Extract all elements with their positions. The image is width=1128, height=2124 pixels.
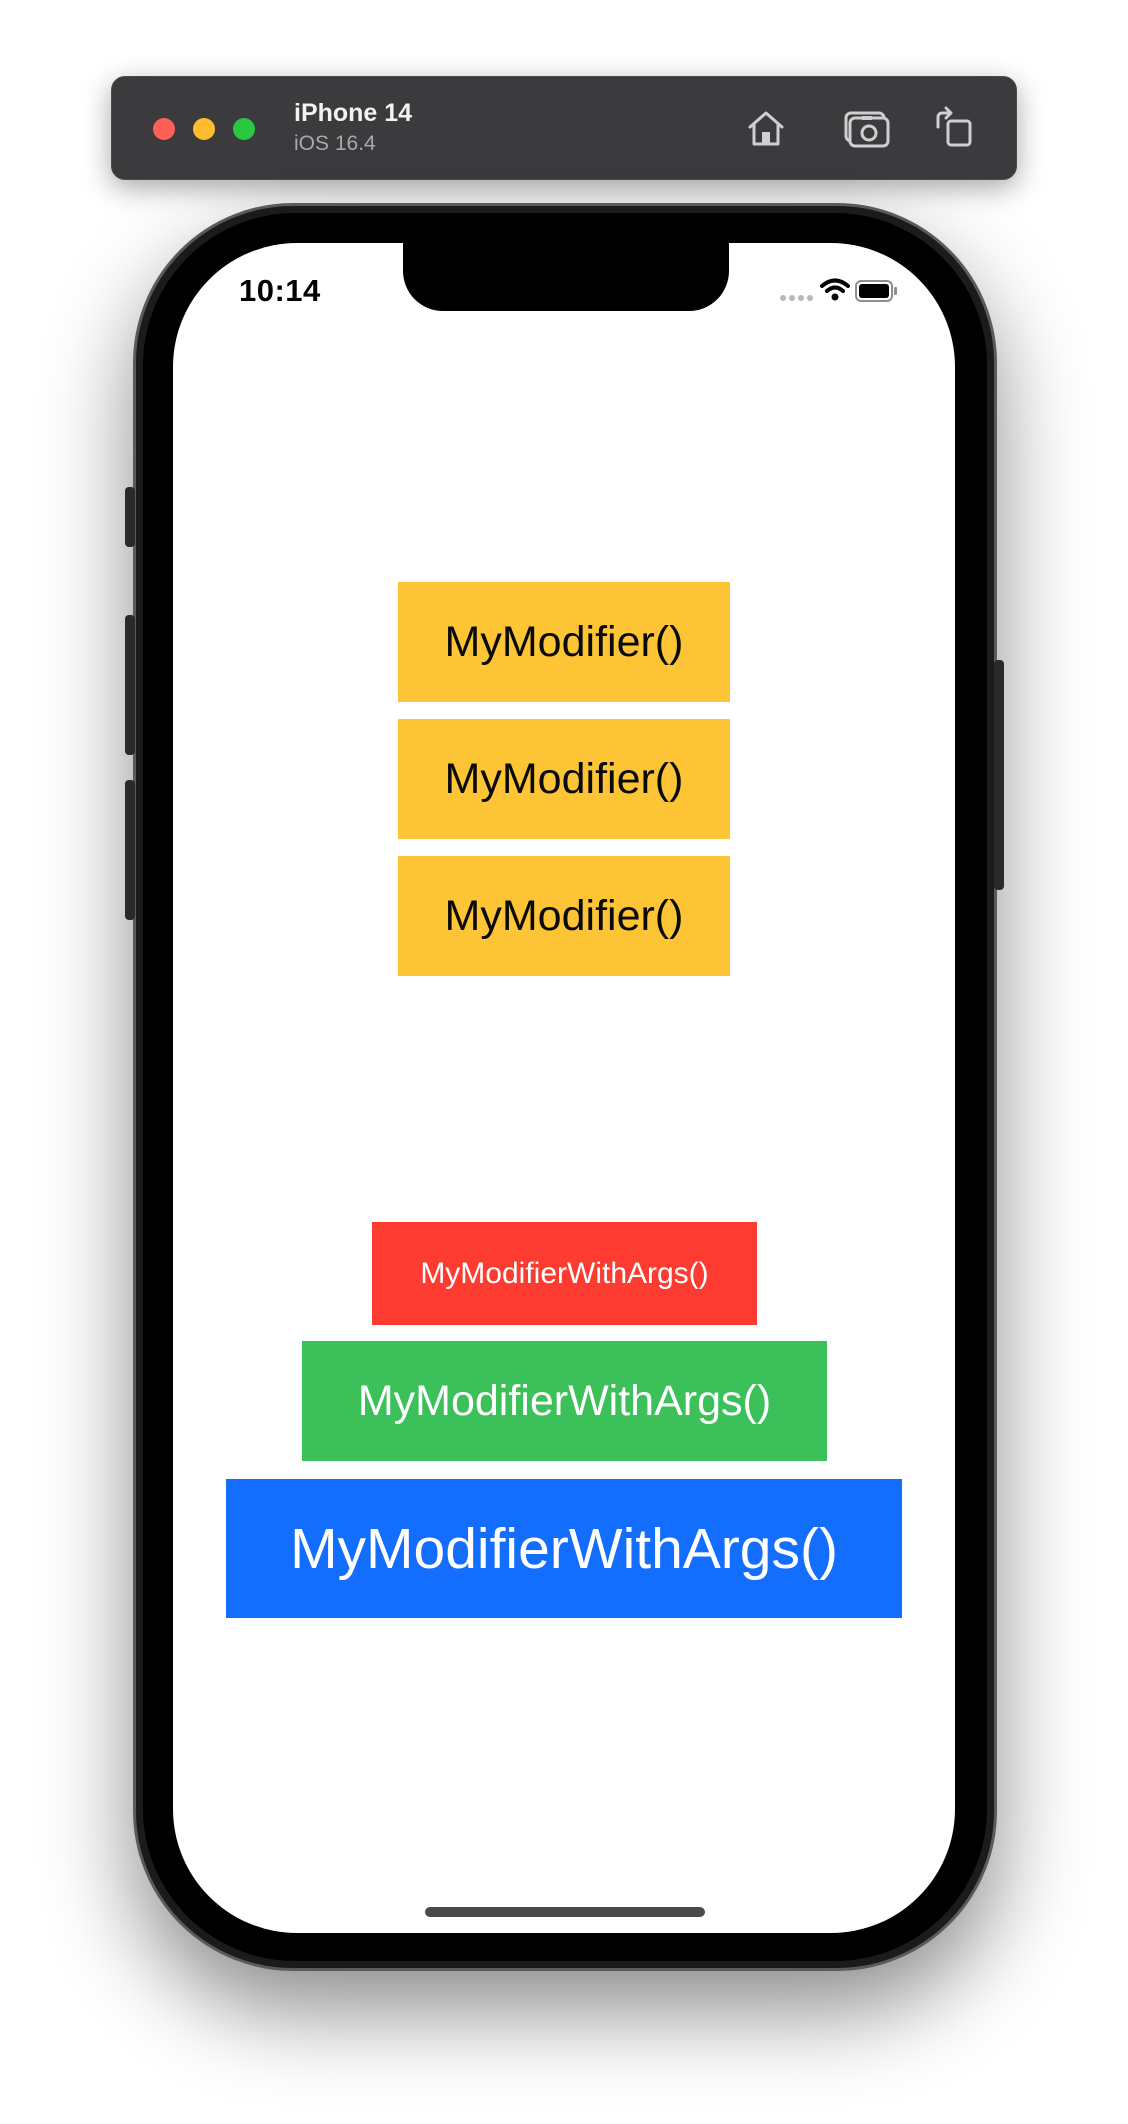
notch [403,243,729,311]
simulator-toolbar: iPhone 14 iOS 16.4 [111,76,1017,180]
modifier-label: MyModifier() [444,891,684,940]
device-name: iPhone 14 [294,99,413,127]
modifier-with-args-label: MyModifierWithArgs() [420,1256,709,1290]
cellular-signal-icon [780,295,813,301]
wifi-icon [820,278,850,301]
phone-screen: 10:14 [173,243,955,1933]
modifier-block: MyModifier() [398,856,730,976]
modifier-with-args-block-small: MyModifierWithArgs() [372,1222,757,1325]
modifier-label: MyModifier() [444,754,684,803]
home-indicator[interactable] [425,1907,705,1917]
modifier-with-args-block-large: MyModifierWithArgs() [226,1479,902,1618]
volume-down-button [125,780,135,920]
modifier-with-args-label: MyModifierWithArgs() [290,1516,838,1581]
zoom-window-button[interactable] [233,118,255,140]
silent-switch [125,487,135,547]
status-time: 10:14 [239,273,321,308]
modifier-with-args-label: MyModifierWithArgs() [357,1376,772,1425]
minimize-window-button[interactable] [193,118,215,140]
home-icon[interactable] [740,103,792,155]
close-window-button[interactable] [153,118,175,140]
battery-icon [855,280,897,302]
modifier-block: MyModifier() [398,719,730,839]
status-icons [777,277,897,307]
device-os-version: iOS 16.4 [294,132,376,155]
modifier-block: MyModifier() [398,582,730,702]
power-button [994,660,1004,890]
rotate-icon[interactable] [928,103,980,155]
modifier-with-args-block-medium: MyModifierWithArgs() [302,1341,827,1461]
modifier-label: MyModifier() [444,617,684,666]
volume-up-button [125,615,135,755]
screenshot-camera-icon[interactable] [840,103,892,155]
